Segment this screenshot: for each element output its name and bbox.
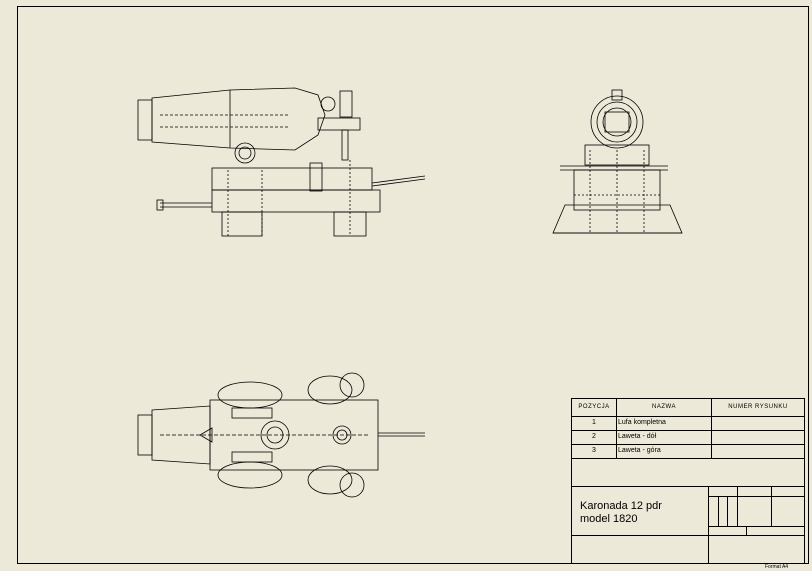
format-label: Format A4: [765, 564, 789, 570]
sheet-border: [17, 6, 809, 564]
bom-position: 3: [592, 447, 596, 454]
bom-header-drawing-number: NUMER RYSUNKU: [728, 404, 788, 410]
bom-position: 2: [592, 433, 596, 440]
drawing-title-line2: model 1820: [580, 513, 638, 525]
title-block: [571, 398, 805, 564]
drawing-title: Karonada 12 pdr model 1820: [580, 500, 662, 526]
bom-name: Lufa kompletna: [618, 419, 666, 426]
front-view: [552, 89, 683, 234]
drawing-title-line1: Karonada 12 pdr: [580, 500, 662, 512]
bom-header-name: NAZWA: [652, 404, 676, 410]
bom-position: 1: [592, 419, 596, 426]
bom-header-position: POZYCJA: [578, 404, 610, 410]
side-view: [137, 87, 426, 237]
bom-name: Laweta - góra: [618, 447, 661, 454]
top-view: [137, 372, 425, 498]
bom-name: Laweta - dół: [618, 433, 657, 440]
